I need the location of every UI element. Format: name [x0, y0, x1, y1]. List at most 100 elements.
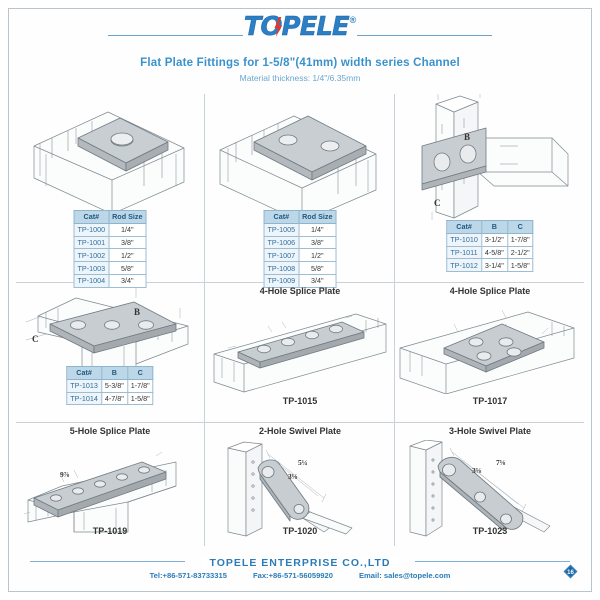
table-row: TP-1008 5/8" [263, 261, 337, 275]
panel-code-four-hole-inline: TP-1015 [282, 396, 318, 406]
lightning-bolt-icon [274, 17, 283, 37]
table-row: TP-1006 3/8" [263, 235, 337, 250]
grid-divider-v4 [394, 282, 395, 422]
spec-table-bc-1010: Cat# B C TP-1010 3-1/2" 1-7/8" TP-1011 [446, 220, 534, 273]
page-title: Flat Plate Fittings for 1-5/8"(41mm) wid… [140, 57, 460, 69]
footer-tel: Tel:+86-571-83733315 [149, 571, 227, 580]
dimension-label-b: B [134, 307, 141, 317]
grid-divider-v3 [204, 282, 205, 422]
dimension-label-c: C [434, 198, 441, 208]
footer-fax: Fax:+86-571-56059920 [252, 571, 333, 580]
panel-title-five-hole: 5-Hole Splice Plate [69, 426, 151, 436]
table-row: TP-1013 5-3/8" 1-7/8" [66, 378, 154, 393]
cell-b: 5-3/8" [100, 378, 128, 393]
panel-title-two-hole-swivel: 2-Hole Swivel Plate [258, 426, 342, 436]
three-hole-swivel-drawing [409, 440, 551, 537]
table-row: TP-1000 1/4" [73, 222, 147, 237]
dimension-label-c: C [32, 334, 39, 344]
cell-cat: TP-1011 [446, 245, 482, 260]
col-header-b: B [480, 220, 508, 234]
cell-rod: 5/8" [298, 261, 337, 275]
panel-flat-plate-double: Cat# Rod Size TP-1005 1/4" TP-1006 3/8" [206, 94, 394, 288]
page-header: TOPELE ® Flat Plate Fittings for 1-5/8"(… [16, 14, 584, 92]
footer-contact-row: Tel:+86-571-83733315 Fax:+86-571-5605992… [16, 564, 584, 580]
cell-cat: TP-1009 [263, 273, 300, 288]
panel-title-three-hole-swivel: 3-Hole Swivel Plate [448, 426, 532, 436]
table-header-row: Cat# B C [66, 366, 154, 380]
grid-divider-v6 [394, 422, 395, 546]
panel-title-four-hole-square: 4-Hole Splice Plate [449, 286, 531, 296]
cell-cat: TP-1014 [66, 391, 102, 406]
col-header-cat: Cat# [66, 366, 102, 380]
four-hole-splice-square-drawing [399, 309, 575, 394]
dimension-label-outer: 5¼ [298, 458, 308, 467]
grid-divider-h2 [16, 422, 584, 423]
col-header-cat: Cat# [73, 210, 110, 224]
panel-three-hole-swivel: 3-Hole Swivel Plate [396, 424, 584, 546]
spec-table-rod-size-1000: Cat# Rod Size TP-1000 1/4" TP-1001 3/8" [73, 210, 147, 288]
footer-email[interactable]: Email: sales@topele.com [358, 571, 451, 580]
col-header-rod-size: Rod Size [108, 210, 147, 224]
dimension-label-inner: 3⅝ [472, 466, 482, 475]
cell-cat: TP-1005 [263, 222, 300, 237]
registered-mark: ® [349, 15, 357, 25]
cell-rod: 3/8" [298, 235, 337, 250]
cell-cat: TP-1012 [446, 258, 482, 273]
cell-rod: 1/4" [298, 222, 337, 237]
cell-rod: 3/4" [298, 273, 337, 288]
svg-text:16: 16 [567, 570, 574, 576]
two-hole-corner-drawing [421, 94, 569, 222]
cell-cat: TP-1007 [263, 248, 300, 263]
table-row: TP-1014 4-7/8" 1-5/8" [66, 391, 154, 406]
cell-rod: 1/2" [298, 248, 337, 263]
logo-wordmark: TOPELE [243, 12, 349, 42]
grid-divider-v5 [204, 422, 205, 546]
col-header-cat: Cat# [263, 210, 300, 224]
cell-b: 4-7/8" [100, 391, 128, 406]
cell-c: 1-7/8" [126, 378, 154, 393]
cell-cat: TP-1006 [263, 235, 300, 250]
cell-c: 1-7/8" [506, 232, 534, 247]
spec-table-container-1000: Cat# Rod Size TP-1000 1/4" TP-1001 3/8" [73, 210, 147, 288]
cell-rod: 3/8" [108, 235, 147, 250]
panel-four-hole-splice-square: 4-Hole Splice Plate [396, 284, 584, 422]
spec-table-container-1010: Cat# B C TP-1010 3-1/2" 1-7/8" TP-1011 [446, 220, 534, 273]
col-header-c: C [506, 220, 534, 234]
col-header-c: C [126, 366, 154, 380]
col-header-b: B [100, 366, 128, 380]
cell-rod: 5/8" [108, 261, 147, 275]
logo-row: TOPELE ® [16, 14, 584, 52]
spec-table-bc-1013: Cat# B C TP-1013 5-3/8" 1-7/8" TP-1014 [66, 366, 154, 406]
panel-five-hole-splice: 5-Hole Splice Plate [16, 424, 204, 546]
cell-b: 3-1/2" [480, 232, 508, 247]
panel-flat-plate-single: Cat# Rod Size TP-1000 1/4" TP-1001 3/8" [16, 94, 204, 288]
table-row: TP-1005 1/4" [263, 222, 337, 237]
panel-two-hole-corner: B C Cat# B C TP-1010 3-1/2" [396, 94, 584, 282]
brand-logo: TOPELE ® [243, 12, 357, 42]
table-row: TP-1007 1/2" [263, 248, 337, 263]
spec-table-container-1005: Cat# Rod Size TP-1005 1/4" TP-1006 3/8" [263, 210, 337, 288]
grid-divider-v1 [204, 94, 205, 282]
panel-four-hole-splice-inline: 4-Hole Splice Plate [206, 284, 394, 422]
cell-c: 1-5/8" [126, 391, 154, 406]
cell-rod: 3/4" [108, 273, 147, 288]
col-header-rod-size: Rod Size [298, 210, 337, 224]
five-hole-splice-drawing [23, 451, 177, 533]
panel-title-four-hole-inline: 4-Hole Splice Plate [259, 286, 341, 296]
flat-plate-single-drawing [33, 111, 185, 213]
cell-b: 3-1/4" [480, 258, 508, 273]
table-row: TP-1003 5/8" [73, 261, 147, 275]
col-header-cat: Cat# [446, 220, 482, 234]
table-row: TP-1004 3/4" [73, 273, 147, 288]
spec-table-rod-size-1005: Cat# Rod Size TP-1005 1/4" TP-1006 3/8" [263, 210, 337, 288]
footer-rule-right [415, 561, 570, 562]
table-row: TP-1002 1/2" [73, 248, 147, 263]
footer-company-name: TOPELE ENTERPRISE CO.,LTD [201, 557, 399, 569]
cell-cat: TP-1003 [73, 261, 110, 275]
two-hole-swivel-drawing [227, 441, 353, 537]
cell-c: 2-1/2" [506, 245, 534, 260]
dimension-label-length: 9⅞ [60, 470, 70, 479]
spec-table-container-1013: Cat# B C TP-1013 5-3/8" 1-7/8" TP-1014 [66, 366, 154, 406]
dimension-label-b: B [464, 132, 471, 142]
